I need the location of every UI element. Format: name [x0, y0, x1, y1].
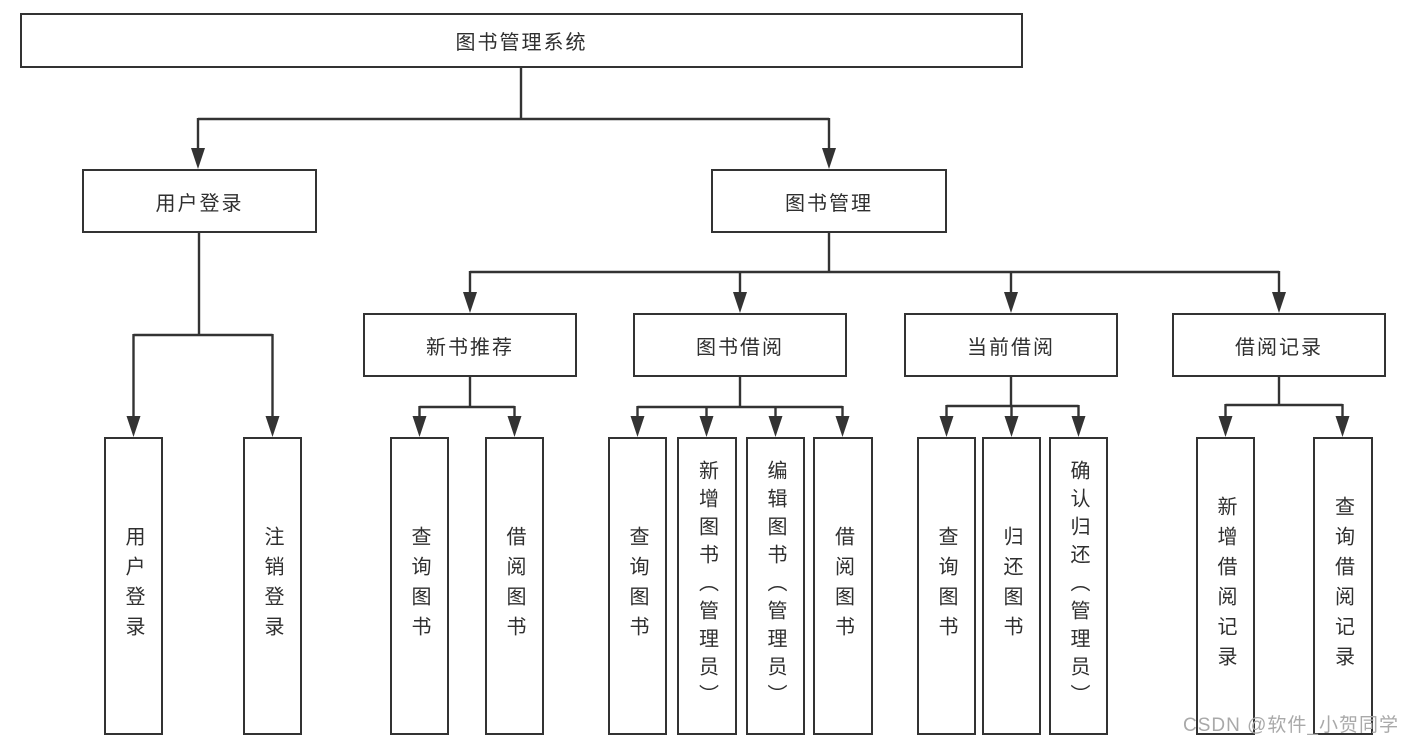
- node-label: 图书借阅: [696, 336, 784, 359]
- watermark: CSDN @软件_小贺同学: [1183, 715, 1399, 736]
- node-book-borrowing: 图书借阅: [633, 313, 847, 377]
- node-label: 图书管理系统: [455, 32, 588, 54]
- node-label: 归还图书: [1000, 526, 1022, 646]
- leaf-confirm-return-admin: 确认归还（管理员）: [1049, 437, 1108, 735]
- node-book-management: 图书管理: [711, 169, 947, 233]
- leaf-borrow-books: 借阅图书: [813, 437, 873, 735]
- node-label: 新增图书（管理员）: [695, 460, 718, 712]
- node-user-login: 用户登录: [82, 169, 317, 233]
- node-label: 新增借阅记录: [1214, 496, 1236, 676]
- connector-current-borrowing-to-children: [939, 377, 1086, 437]
- node-label: 查询图书: [935, 526, 957, 646]
- node-label: 图书管理: [785, 192, 873, 215]
- leaf-user-login: 用户登录: [104, 437, 163, 735]
- leaf-add-borrow-record: 新增借阅记录: [1196, 437, 1255, 735]
- leaf-return-books: 归还图书: [982, 437, 1041, 735]
- leaf-query-books-current: 查询图书: [917, 437, 976, 735]
- connector-book-borrowing-to-children: [630, 377, 850, 437]
- leaf-edit-book-admin: 编辑图书（管理员）: [746, 437, 805, 735]
- node-label: 编辑图书（管理员）: [764, 460, 786, 712]
- node-current-borrowing: 当前借阅: [904, 313, 1118, 377]
- node-label: 查询图书: [408, 526, 430, 646]
- connector-book-management-to-groups: [463, 233, 1286, 313]
- node-label: 注销登录: [261, 526, 283, 646]
- node-root: 图书管理系统: [20, 13, 1023, 68]
- node-label: 新书推荐: [426, 336, 514, 359]
- node-label: 查询图书: [626, 526, 648, 646]
- leaf-query-books-recommend: 查询图书: [390, 437, 449, 735]
- leaf-logout: 注销登录: [243, 437, 302, 735]
- node-label: 借阅记录: [1235, 336, 1323, 359]
- node-label: 确认归还（管理员）: [1067, 460, 1089, 712]
- node-label: 借阅图书: [831, 526, 854, 646]
- connector-borrowing-records-to-children: [1218, 377, 1350, 437]
- connector-new-book-recommendation-to-children: [412, 377, 522, 437]
- node-borrowing-records: 借阅记录: [1172, 313, 1386, 377]
- node-new-book-recommendation: 新书推荐: [363, 313, 577, 377]
- leaf-query-borrow-record: 查询借阅记录: [1313, 437, 1373, 735]
- connector-root-to-level2: [191, 68, 836, 169]
- node-label: 查询借阅记录: [1331, 496, 1354, 676]
- leaf-query-books-borrowing: 查询图书: [608, 437, 667, 735]
- leaf-borrow-books-recommend: 借阅图书: [485, 437, 544, 735]
- node-label: 用户登录: [155, 192, 244, 215]
- leaf-add-book-admin: 新增图书（管理员）: [677, 437, 737, 735]
- node-label: 当前借阅: [967, 336, 1055, 359]
- connector-user-login-to-children: [126, 233, 280, 437]
- node-label: 借阅图书: [503, 526, 525, 646]
- node-label: 用户登录: [122, 526, 144, 646]
